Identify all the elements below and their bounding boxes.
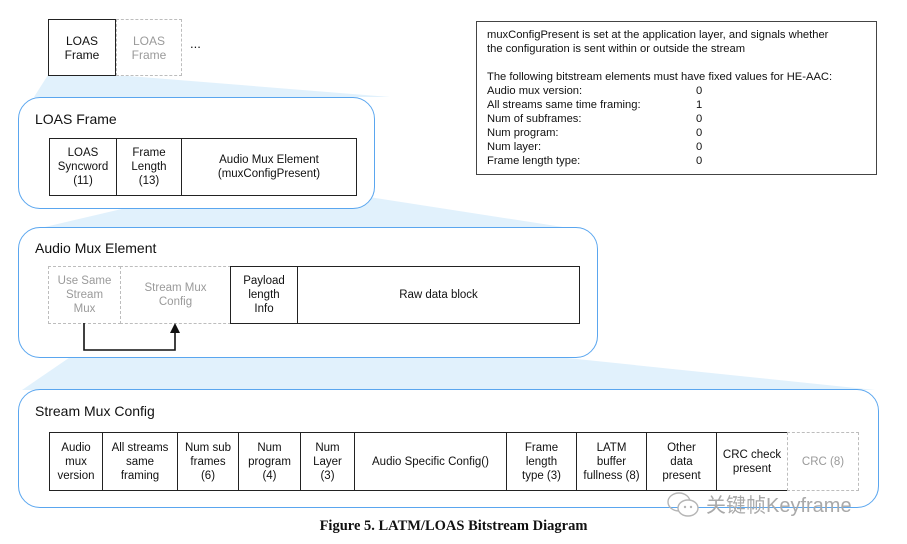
- audio-mux-element-cell: Use Same Stream Mux: [48, 266, 121, 324]
- note-value: 0: [696, 85, 703, 97]
- figure-caption: Figure 5. LATM/LOAS Bitstream Diagram: [319, 518, 588, 534]
- note-key: Num layer:: [487, 141, 542, 153]
- audio-mux-element-cell: Raw data block: [297, 266, 580, 324]
- note-line-2: the configuration is sent within or outs…: [487, 43, 746, 55]
- he-aac-note-box: muxConfigPresent is set at the applicati…: [476, 21, 877, 175]
- stream-mux-config-cell: LATM buffer fullness (8): [576, 432, 647, 491]
- stream-mux-config-cell: Frame length type (3): [506, 432, 577, 491]
- watermark-text: 关键帧Keyframe: [706, 495, 852, 517]
- stream-mux-config-cell: Audio mux version: [49, 432, 103, 491]
- note-value: 0: [696, 141, 703, 153]
- audio-mux-element-cell: Stream Mux Config: [120, 266, 231, 324]
- note-key: Num of subframes:: [487, 113, 582, 125]
- note-value: 0: [696, 127, 703, 139]
- loas-frame-cell: LOAS Syncword (11): [49, 138, 117, 196]
- audio-mux-element-title: Audio Mux Element: [35, 240, 157, 256]
- note-key: Frame length type:: [487, 155, 581, 167]
- note-fixed-value-row: Num program: 0: [487, 126, 876, 140]
- note-line-1: muxConfigPresent is set at the applicati…: [487, 29, 829, 41]
- note-key: Audio mux version:: [487, 85, 583, 97]
- audio-mux-element-cell: Payload length Info: [230, 266, 298, 324]
- note-key: All streams same time framing:: [487, 99, 641, 111]
- note-fixed-value-row: Frame length type: 0: [487, 154, 876, 168]
- wechat-icon: [667, 491, 699, 517]
- loas-frame-box: LOAS Frame: [48, 19, 116, 76]
- watermark: 关键帧Keyframe: [666, 489, 852, 518]
- stream-mux-config-cell: Num Layer (3): [300, 432, 355, 491]
- stream-mux-config-cell: CRC check present: [716, 432, 788, 491]
- note-fixed-value-row: Num of subframes: 0: [487, 112, 876, 126]
- stream-mux-config-cell: Other data present: [646, 432, 717, 491]
- stream-mux-config-cell: Num sub frames (6): [177, 432, 239, 491]
- loas-frame-cell: Audio Mux Element (muxConfigPresent): [181, 138, 357, 196]
- loas-frame-next-box: LOAS Frame: [116, 19, 182, 76]
- stream-mux-config-cell: All streams same framing: [102, 432, 178, 491]
- note-fixed-value-row: Num layer: 0: [487, 140, 876, 154]
- loas-frame-cell: Frame Length (13): [116, 138, 182, 196]
- note-heading: The following bitstream elements must ha…: [487, 71, 833, 83]
- stream-mux-config-cell: Audio Specific Config(): [354, 432, 507, 491]
- note-fixed-value-row: Audio mux version: 0: [487, 84, 876, 98]
- note-fixed-value-row: All streams same time framing: 1: [487, 98, 876, 112]
- note-value: 0: [696, 155, 703, 167]
- loas-frame-title: LOAS Frame: [35, 111, 117, 127]
- note-value: 0: [696, 113, 703, 125]
- note-value: 1: [696, 99, 703, 111]
- stream-mux-config-title: Stream Mux Config: [35, 403, 155, 419]
- note-key: Num program:: [487, 127, 559, 139]
- stream-mux-config-cell: CRC (8): [787, 432, 859, 491]
- funnel-loas-frame: [34, 75, 390, 97]
- frames-ellipsis: ...: [190, 36, 201, 51]
- stream-mux-config-cell: Num program (4): [238, 432, 301, 491]
